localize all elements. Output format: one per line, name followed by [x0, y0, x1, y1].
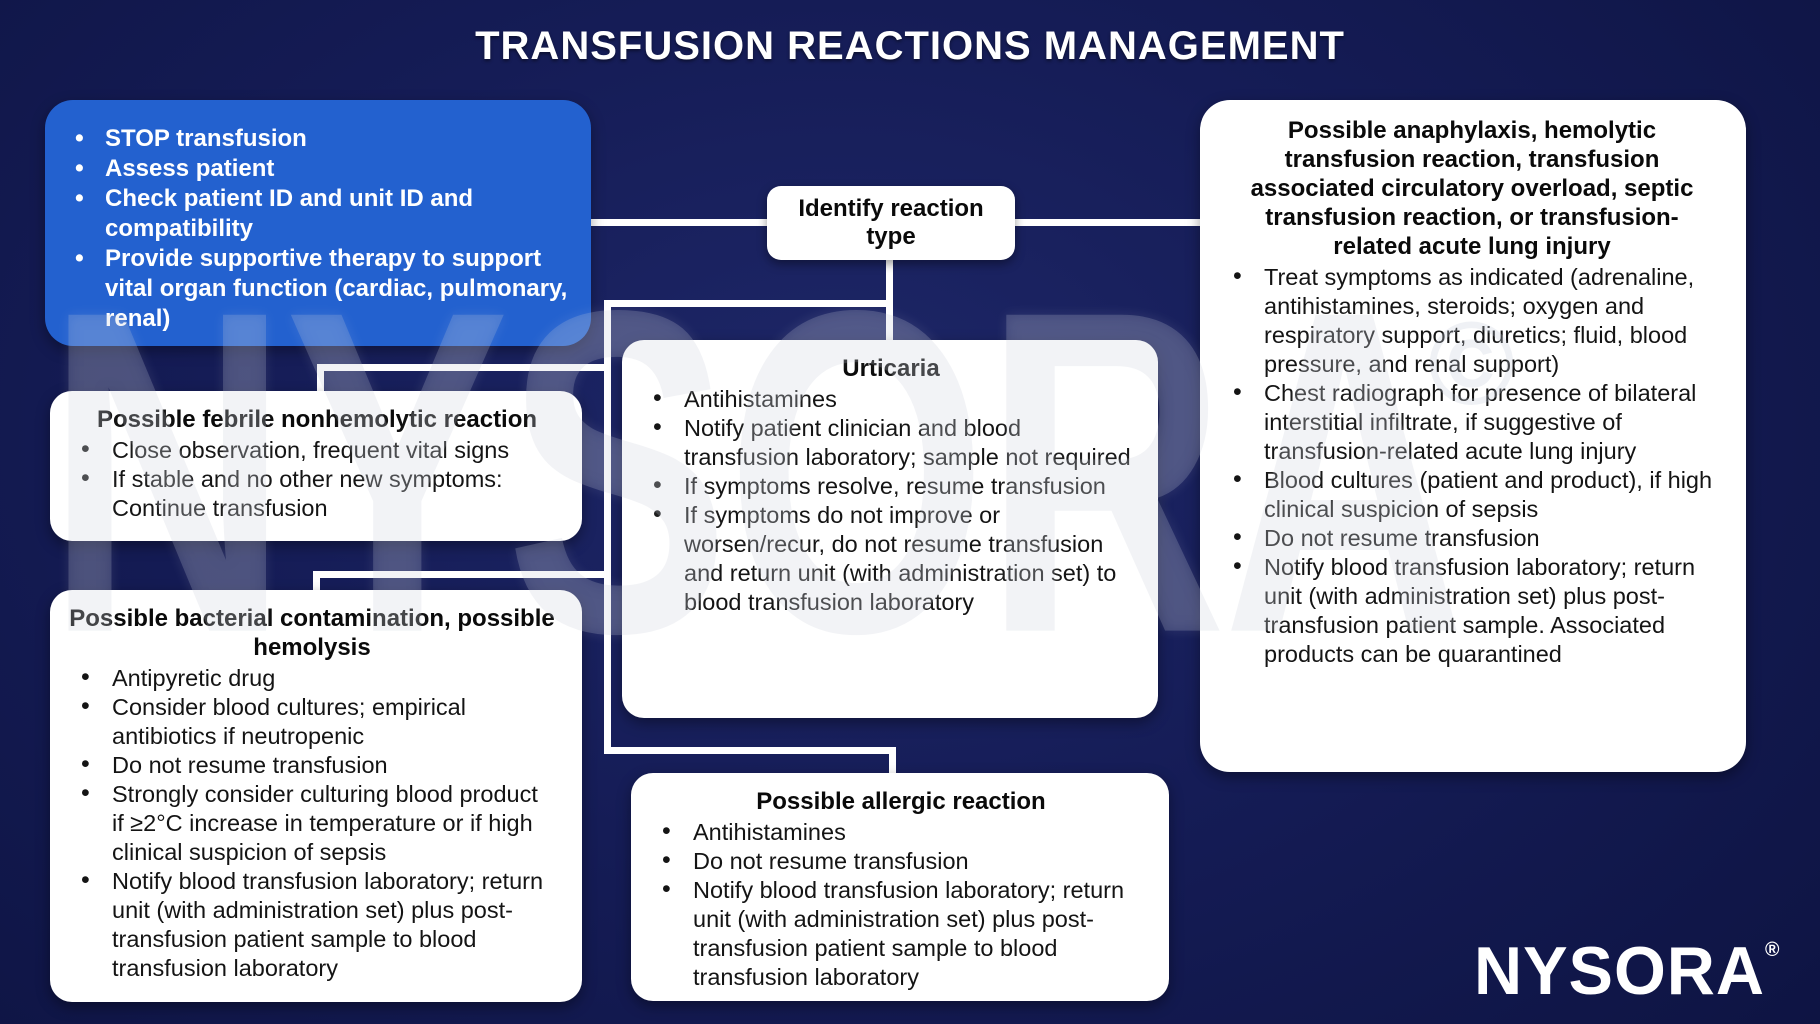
list-item: Chest radiograph for presence of bilater… [1220, 378, 1724, 466]
connector-spine-vertical [604, 300, 611, 754]
bacterial-contamination-list: Antipyretic drug Consider blood cultures… [68, 663, 556, 983]
nysora-logo: NYSORA® [1474, 932, 1779, 1010]
list-item: Strongly consider culturing blood produc… [68, 779, 556, 867]
list-item: Antipyretic drug [68, 663, 556, 693]
connector-febrile-branch-v [317, 364, 324, 393]
allergic-reaction-title: Possible allergic reaction [756, 788, 1046, 815]
bacterial-contamination-title: Possible bacterial contamination, possib… [69, 605, 555, 661]
urticaria-box: Urticaria Antihistamines Notify patient … [622, 340, 1158, 718]
connector-bacterial-branch-v [313, 571, 320, 593]
list-item: Check patient ID and unit ID and compati… [65, 183, 571, 244]
connector-allergic-branch-h [604, 747, 896, 754]
list-item: Do not resume transfusion [1220, 523, 1724, 553]
connector-febrile-branch-h [317, 364, 611, 371]
connector-cross-horizontal [604, 300, 893, 307]
list-item: Do not resume transfusion [649, 846, 1153, 876]
febrile-reaction-title: Possible febrile nonhemolytic reaction [96, 406, 538, 433]
identify-reaction-type-box: Identify reaction type [767, 186, 1015, 260]
list-item: Close observation, frequent vital signs [68, 435, 566, 465]
list-item: Antihistamines [640, 384, 1142, 414]
allergic-reaction-box: Possible allergic reaction Antihistamine… [631, 773, 1169, 1001]
list-item: Notify blood transfusion laboratory; ret… [649, 875, 1153, 992]
febrile-reaction-box: Possible febrile nonhemolytic reaction C… [50, 391, 582, 541]
list-item: Treat symptoms as indicated (adrenaline,… [1220, 262, 1724, 379]
list-item: Provide supportive therapy to support vi… [65, 243, 571, 334]
urticaria-list: Antihistamines Notify patient clinician … [640, 384, 1142, 617]
list-item: Notify blood transfusion laboratory; ret… [1220, 552, 1724, 669]
connector-identify-to-anaphylaxis [1013, 219, 1203, 226]
connector-allergic-branch-v [889, 747, 896, 773]
nysora-logo-text: NYSORA [1474, 933, 1765, 1009]
anaphylaxis-title: Possible anaphylaxis, hemolytic transfus… [1250, 117, 1694, 260]
list-item: If stable and no other new symptoms: Con… [68, 464, 566, 523]
connector-blue-to-identify [585, 219, 769, 226]
immediate-actions-box: STOP transfusion Assess patient Check pa… [45, 100, 591, 346]
list-item: Do not resume transfusion [68, 750, 556, 780]
bacterial-contamination-box: Possible bacterial contamination, possib… [50, 590, 582, 1002]
identify-reaction-type-label: Identify reaction type [798, 195, 984, 250]
list-item: Antihistamines [649, 817, 1153, 847]
anaphylaxis-box: Possible anaphylaxis, hemolytic transfus… [1200, 100, 1746, 772]
urticaria-title: Urticaria [842, 355, 940, 382]
immediate-actions-list: STOP transfusion Assess patient Check pa… [65, 123, 571, 334]
list-item: STOP transfusion [65, 123, 571, 154]
list-item: If symptoms resolve, resume transfusion [640, 471, 1142, 501]
list-item: Blood cultures (patient and product), if… [1220, 465, 1724, 524]
list-item: Notify blood transfusion laboratory; ret… [68, 866, 556, 983]
registered-trademark-icon: ® [1764, 939, 1780, 961]
list-item: Consider blood cultures; empirical antib… [68, 692, 556, 751]
connector-bacterial-branch-h [313, 571, 611, 578]
list-item: Assess patient [65, 153, 571, 184]
list-item: If symptoms do not improve or worsen/rec… [640, 500, 1142, 617]
list-item: Notify patient clinician and blood trans… [640, 413, 1142, 472]
page-title: TRANSFUSION REACTIONS MANAGEMENT [475, 24, 1345, 68]
allergic-reaction-list: Antihistamines Do not resume transfusion… [649, 817, 1153, 992]
anaphylaxis-list: Treat symptoms as indicated (adrenaline,… [1220, 262, 1724, 669]
febrile-reaction-list: Close observation, frequent vital signs … [68, 435, 566, 523]
